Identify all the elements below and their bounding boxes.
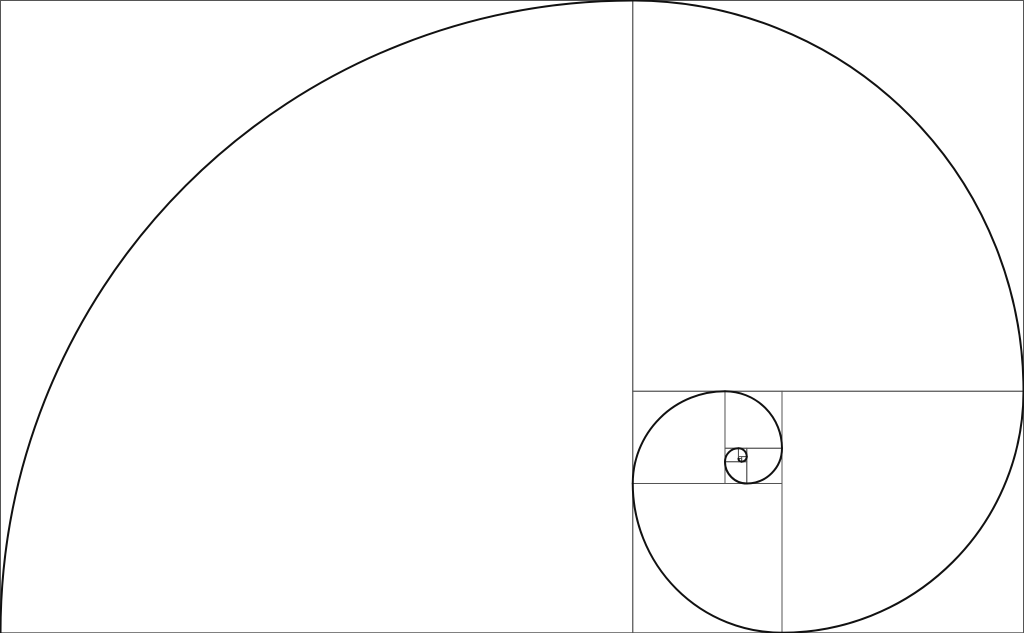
- spiral-arc-3: [781, 390, 1024, 633]
- spiral-arc-8: [723, 460, 748, 485]
- spiral-arc-12: [737, 457, 743, 463]
- spiral-arc-5: [631, 390, 726, 485]
- spiral-arc-2: [631, 0, 1024, 393]
- spiral-arc-7: [745, 447, 783, 485]
- spiral-arc-9: [723, 447, 740, 463]
- spiral-arc-6: [723, 390, 783, 450]
- spiral-arc-1: [0, 0, 634, 633]
- spiral-arc-4: [631, 482, 783, 633]
